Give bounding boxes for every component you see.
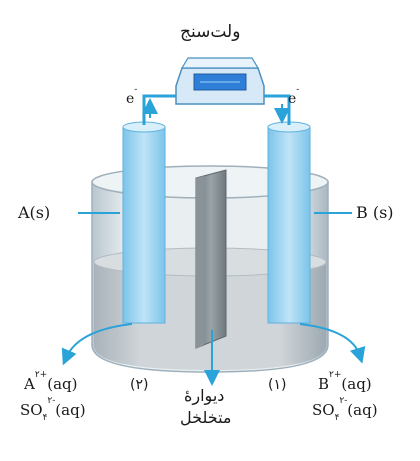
left-anion-formula: SO۴۲-(aq) <box>20 396 86 423</box>
right-cation-formula: B۲+(aq) <box>318 370 372 393</box>
right-anion-formula: SO۴۲-(aq) <box>312 396 378 423</box>
compartment-1-label: (۱) <box>268 377 287 393</box>
compartment-2-label: (۲) <box>130 377 149 393</box>
voltmeter-label: ولت‌سنج <box>180 22 241 42</box>
right-electron-label: e- <box>288 85 300 107</box>
electrode-a <box>122 121 166 324</box>
solution-arrows <box>61 323 366 386</box>
membrane-label-line2: متخلخل <box>180 408 232 427</box>
left-cation-formula: A۲+(aq) <box>24 370 78 393</box>
electrode-a-label: A(s) <box>18 203 51 222</box>
porous-membrane <box>195 169 227 349</box>
membrane-label-line1: دیوارهٔ <box>184 386 225 405</box>
voltmeter <box>175 57 265 105</box>
left-electron-label: e- <box>126 85 138 107</box>
external-circuit-wires <box>142 94 291 125</box>
electrode-b-label: B (s) <box>356 203 394 222</box>
electrode-b <box>267 121 311 324</box>
